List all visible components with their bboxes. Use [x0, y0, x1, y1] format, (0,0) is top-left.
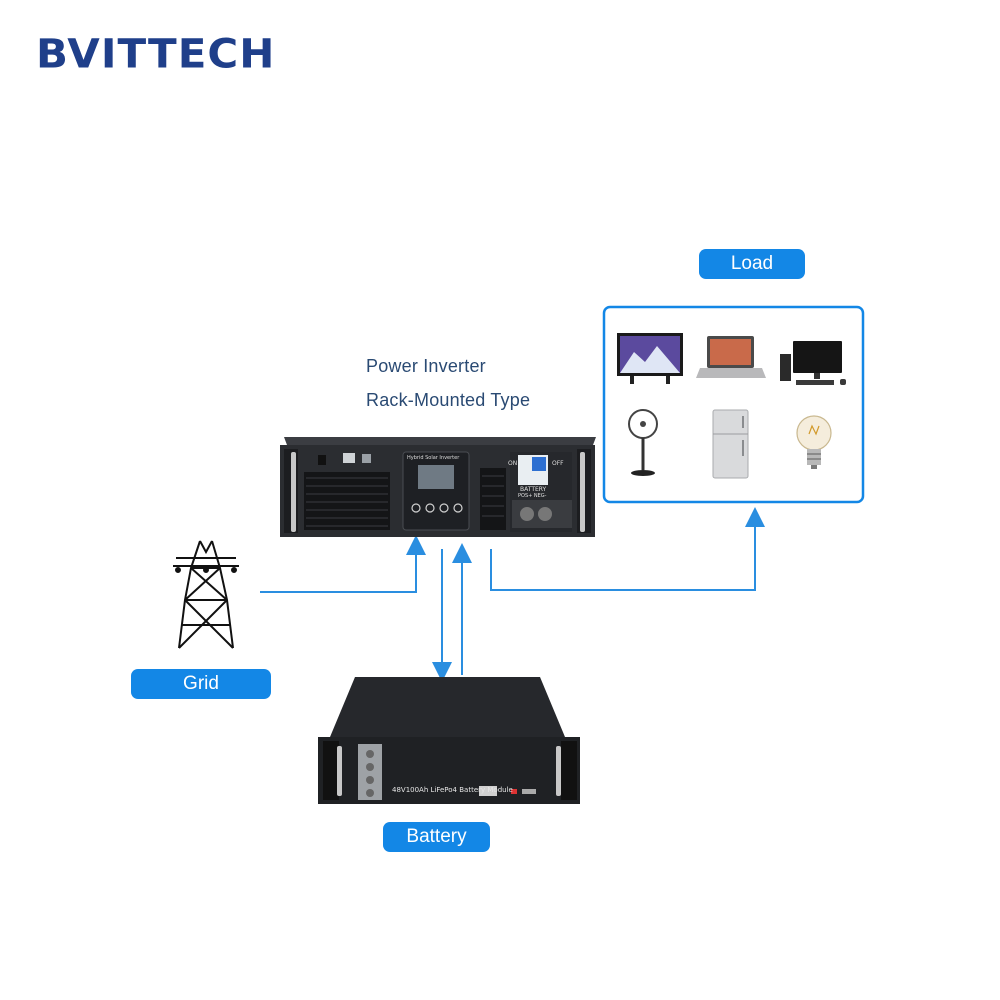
battery-unit [318, 677, 580, 804]
battery-module-label: 48V100Ah LiFePo4 Battery Module [392, 786, 513, 794]
logo-text: BVITTECH [36, 30, 276, 77]
inverter-caption-line2: Rack-Mounted Type [366, 390, 531, 410]
transmission-tower-icon [173, 540, 239, 649]
light-bulb-icon [796, 415, 832, 469]
inverter-switch-off-label: OFF [552, 460, 564, 467]
refrigerator-icon [712, 409, 749, 479]
fan-icon [628, 409, 658, 476]
grid-label: Grid [131, 669, 271, 699]
brand-logo: BVITTECH [36, 34, 275, 74]
inverter-switch-on-label: ON [508, 460, 518, 467]
inverter-battery-label: BATTERY [520, 486, 547, 493]
laptop-icon [696, 336, 766, 378]
inverter-to-load-line [490, 507, 765, 591]
inverter-polarity-label: POS+ NEG- [518, 493, 547, 499]
tv-icon [617, 333, 683, 384]
inverter-vents [304, 468, 506, 530]
battery-label: Battery [383, 822, 490, 852]
inverter-unit [280, 437, 596, 537]
load-label: Load [699, 249, 805, 279]
connection-lines [260, 507, 765, 682]
inverter-screen-title: Hybrid Solar Inverter [407, 455, 460, 461]
grid-to-inverter-line [260, 535, 426, 593]
desktop-computer-icon [780, 341, 846, 385]
inverter-caption-line1: Power Inverter [366, 356, 486, 376]
